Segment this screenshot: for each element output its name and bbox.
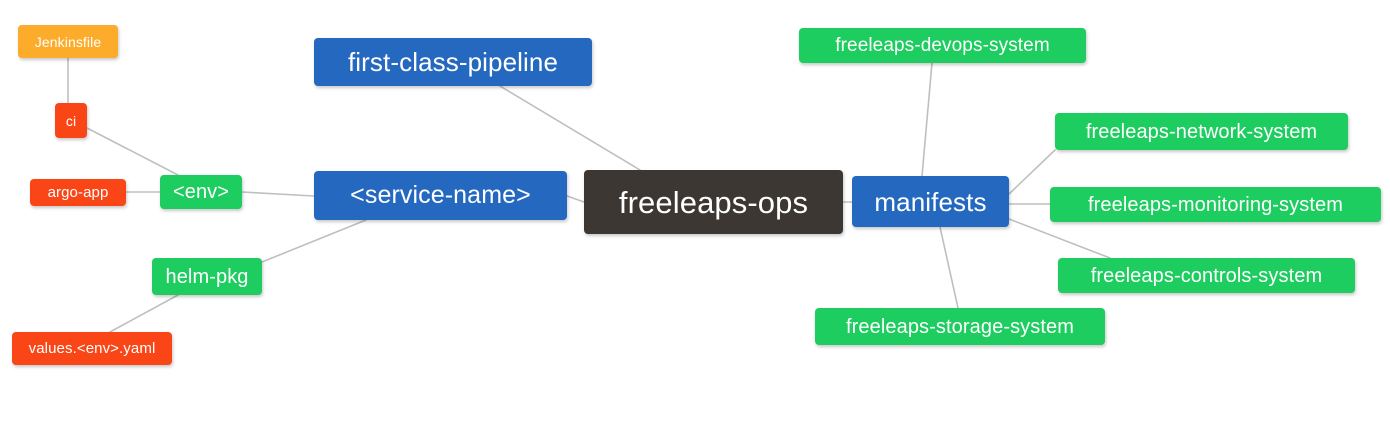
- mindmap-node-freeleaps-monitoring-system[interactable]: freeleaps-monitoring-system: [1050, 187, 1381, 222]
- mindmap-node-first-class-pipeline[interactable]: first-class-pipeline: [314, 38, 592, 86]
- mindmap-node-manifests[interactable]: manifests: [852, 176, 1009, 227]
- edge-manifests-to-freeleaps-controls-system: [1008, 218, 1111, 259]
- edge-freeleaps-ops-to-service-name: [566, 195, 585, 203]
- mindmap-node-jenkinsfile[interactable]: Jenkinsfile: [18, 25, 118, 58]
- mindmap-node-freeleaps-storage-system[interactable]: freeleaps-storage-system: [815, 308, 1105, 345]
- mindmap-node-label-first-class-pipeline: first-class-pipeline: [347, 47, 559, 77]
- edge-freeleaps-ops-to-first-class-pipeline: [499, 85, 641, 171]
- mindmap-node-ci[interactable]: ci: [55, 103, 87, 138]
- mindmap-node-freeleaps-devops-system[interactable]: freeleaps-devops-system: [799, 28, 1086, 63]
- mindmap-node-label-helm-pkg: helm-pkg: [165, 265, 249, 288]
- mindmap-node-freeleaps-controls-system[interactable]: freeleaps-controls-system: [1058, 258, 1355, 293]
- mindmap-node-helm-pkg[interactable]: helm-pkg: [152, 258, 262, 295]
- mindmap-node-service-name[interactable]: <service-name>: [314, 171, 567, 220]
- mindmap-node-values-env-yaml[interactable]: values.<env>.yaml: [12, 332, 172, 365]
- edge-service-name-to-env: [241, 191, 315, 197]
- mindmap-node-argo-app[interactable]: argo-app: [30, 179, 126, 206]
- mindmap-node-label-freeleaps-ops: freeleaps-ops: [618, 184, 809, 220]
- mindmap-node-label-freeleaps-devops-system: freeleaps-devops-system: [835, 35, 1050, 56]
- mindmap-node-label-freeleaps-monitoring-system: freeleaps-monitoring-system: [1087, 193, 1343, 216]
- edge-manifests-to-freeleaps-network-system: [1008, 149, 1056, 195]
- edge-manifests-to-freeleaps-storage-system: [939, 226, 959, 309]
- mindmap-node-label-ci: ci: [65, 112, 77, 129]
- mindmap-node-label-manifests: manifests: [874, 186, 987, 217]
- mindmap-node-label-freeleaps-storage-system: freeleaps-storage-system: [845, 315, 1075, 338]
- mindmap-node-env[interactable]: <env>: [160, 175, 242, 209]
- edge-service-name-to-helm-pkg: [261, 219, 367, 263]
- mindmap-node-label-env: <env>: [172, 181, 230, 203]
- edge-env-to-ci: [86, 127, 179, 176]
- mindmap-node-label-jenkinsfile: Jenkinsfile: [34, 33, 102, 50]
- mindmap-node-freeleaps-ops[interactable]: freeleaps-ops: [584, 170, 843, 234]
- edge-manifests-to-freeleaps-devops-system: [921, 62, 933, 177]
- mindmap-node-label-freeleaps-controls-system: freeleaps-controls-system: [1090, 264, 1323, 287]
- edge-helm-pkg-to-values-env-yaml: [109, 294, 179, 333]
- mindmap-node-label-freeleaps-network-system: freeleaps-network-system: [1085, 120, 1318, 143]
- mindmap-node-label-service-name: <service-name>: [350, 181, 531, 209]
- mindmap-node-label-values-env-yaml: values.<env>.yaml: [28, 340, 156, 357]
- mindmap-node-label-argo-app: argo-app: [47, 184, 109, 201]
- mindmap-node-freeleaps-network-system[interactable]: freeleaps-network-system: [1055, 113, 1348, 150]
